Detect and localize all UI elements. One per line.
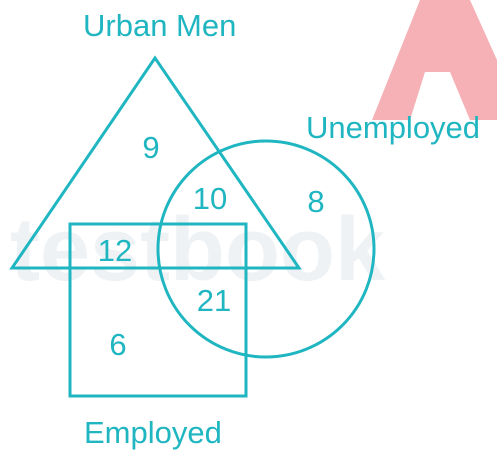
region-unemployed-only: 8	[307, 184, 324, 219]
watermark-red-logo	[372, 0, 497, 120]
urban-men-triangle	[9, 55, 302, 270]
unemployed-circle	[156, 139, 376, 359]
unemployed-label: Unemployed	[306, 110, 480, 145]
region-urban-only: 9	[142, 130, 159, 165]
region-employed-unemployed: 21	[197, 283, 231, 318]
urban-men-label: Urban Men	[83, 8, 236, 43]
employed-label: Employed	[84, 415, 222, 450]
region-employed-only: 6	[109, 327, 126, 362]
watermark: testbook	[10, 0, 497, 300]
region-urban-employed: 12	[98, 233, 132, 268]
watermark-text: testbook	[10, 200, 386, 300]
region-urban-unemployed: 10	[193, 181, 227, 216]
employed-square	[68, 222, 248, 398]
